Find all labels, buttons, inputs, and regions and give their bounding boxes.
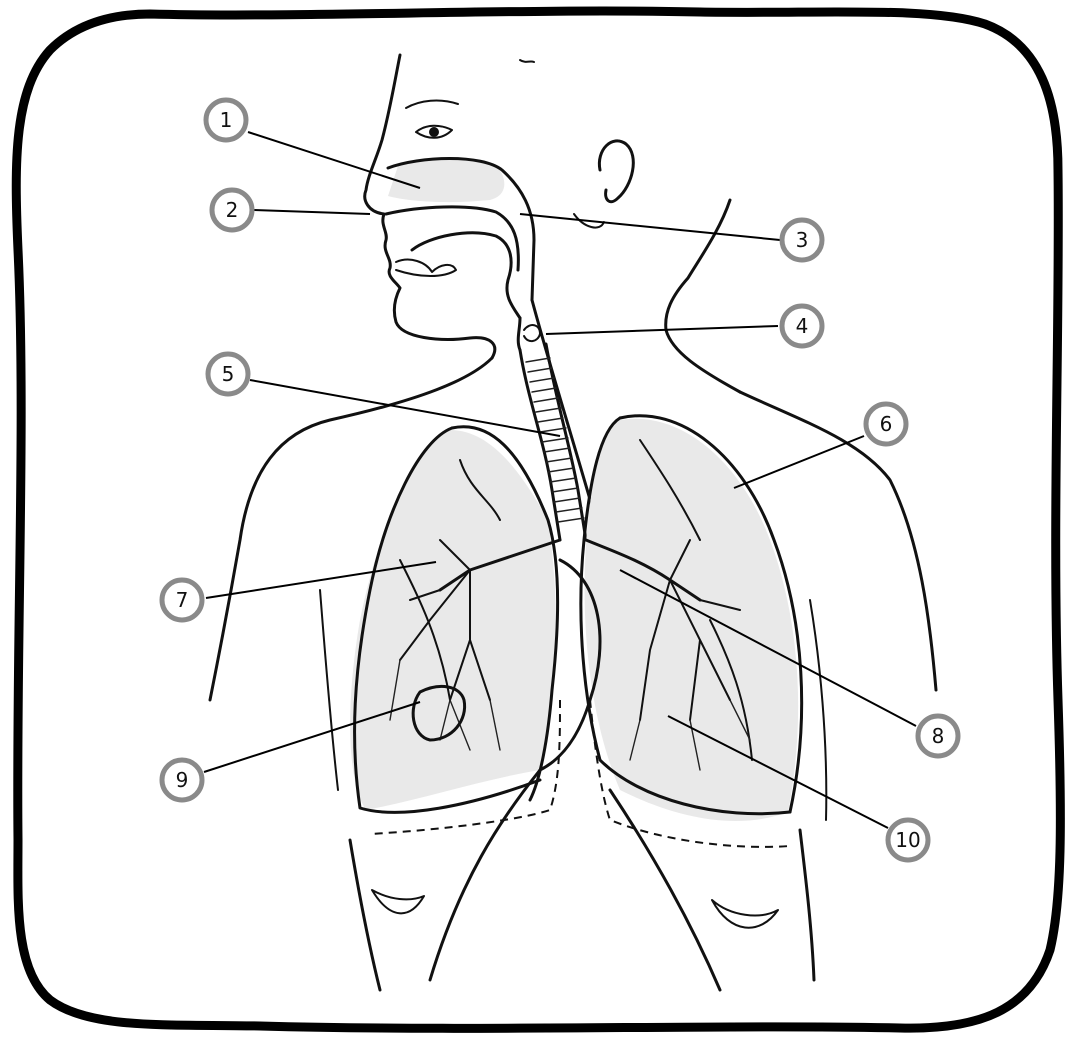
marker-8-label: 8 — [932, 724, 945, 748]
leader-line-5 — [250, 380, 560, 436]
marker-1-label: 1 — [220, 108, 233, 132]
marker-10-label: 10 — [895, 828, 920, 852]
marker-2-label: 2 — [226, 198, 239, 222]
marker-3: 3 — [782, 220, 822, 260]
left-lung — [581, 416, 802, 821]
leader-line-2 — [254, 210, 370, 214]
leader-line-3 — [520, 214, 780, 240]
marker-4-label: 4 — [796, 314, 809, 338]
marker-5: 5 — [208, 354, 248, 394]
marker-4: 4 — [782, 306, 822, 346]
marker-10: 10 — [888, 820, 928, 860]
leader-line-6 — [734, 436, 864, 488]
marker-7: 7 — [162, 580, 202, 620]
marker-6-label: 6 — [880, 412, 893, 436]
right-lung — [350, 427, 557, 813]
torso-outline — [210, 358, 936, 820]
leader-line-1 — [248, 132, 420, 188]
marker-7-label: 7 — [176, 588, 189, 612]
leader-line-4 — [546, 326, 778, 334]
marker-2: 2 — [212, 190, 252, 230]
marker-5-label: 5 — [222, 362, 235, 386]
marker-1: 1 — [206, 100, 246, 140]
marker-9: 9 — [162, 760, 202, 800]
marker-9-label: 9 — [176, 768, 189, 792]
marker-8: 8 — [918, 716, 958, 756]
marker-6: 6 — [866, 404, 906, 444]
head-outline — [365, 55, 740, 392]
marker-3-label: 3 — [796, 228, 809, 252]
